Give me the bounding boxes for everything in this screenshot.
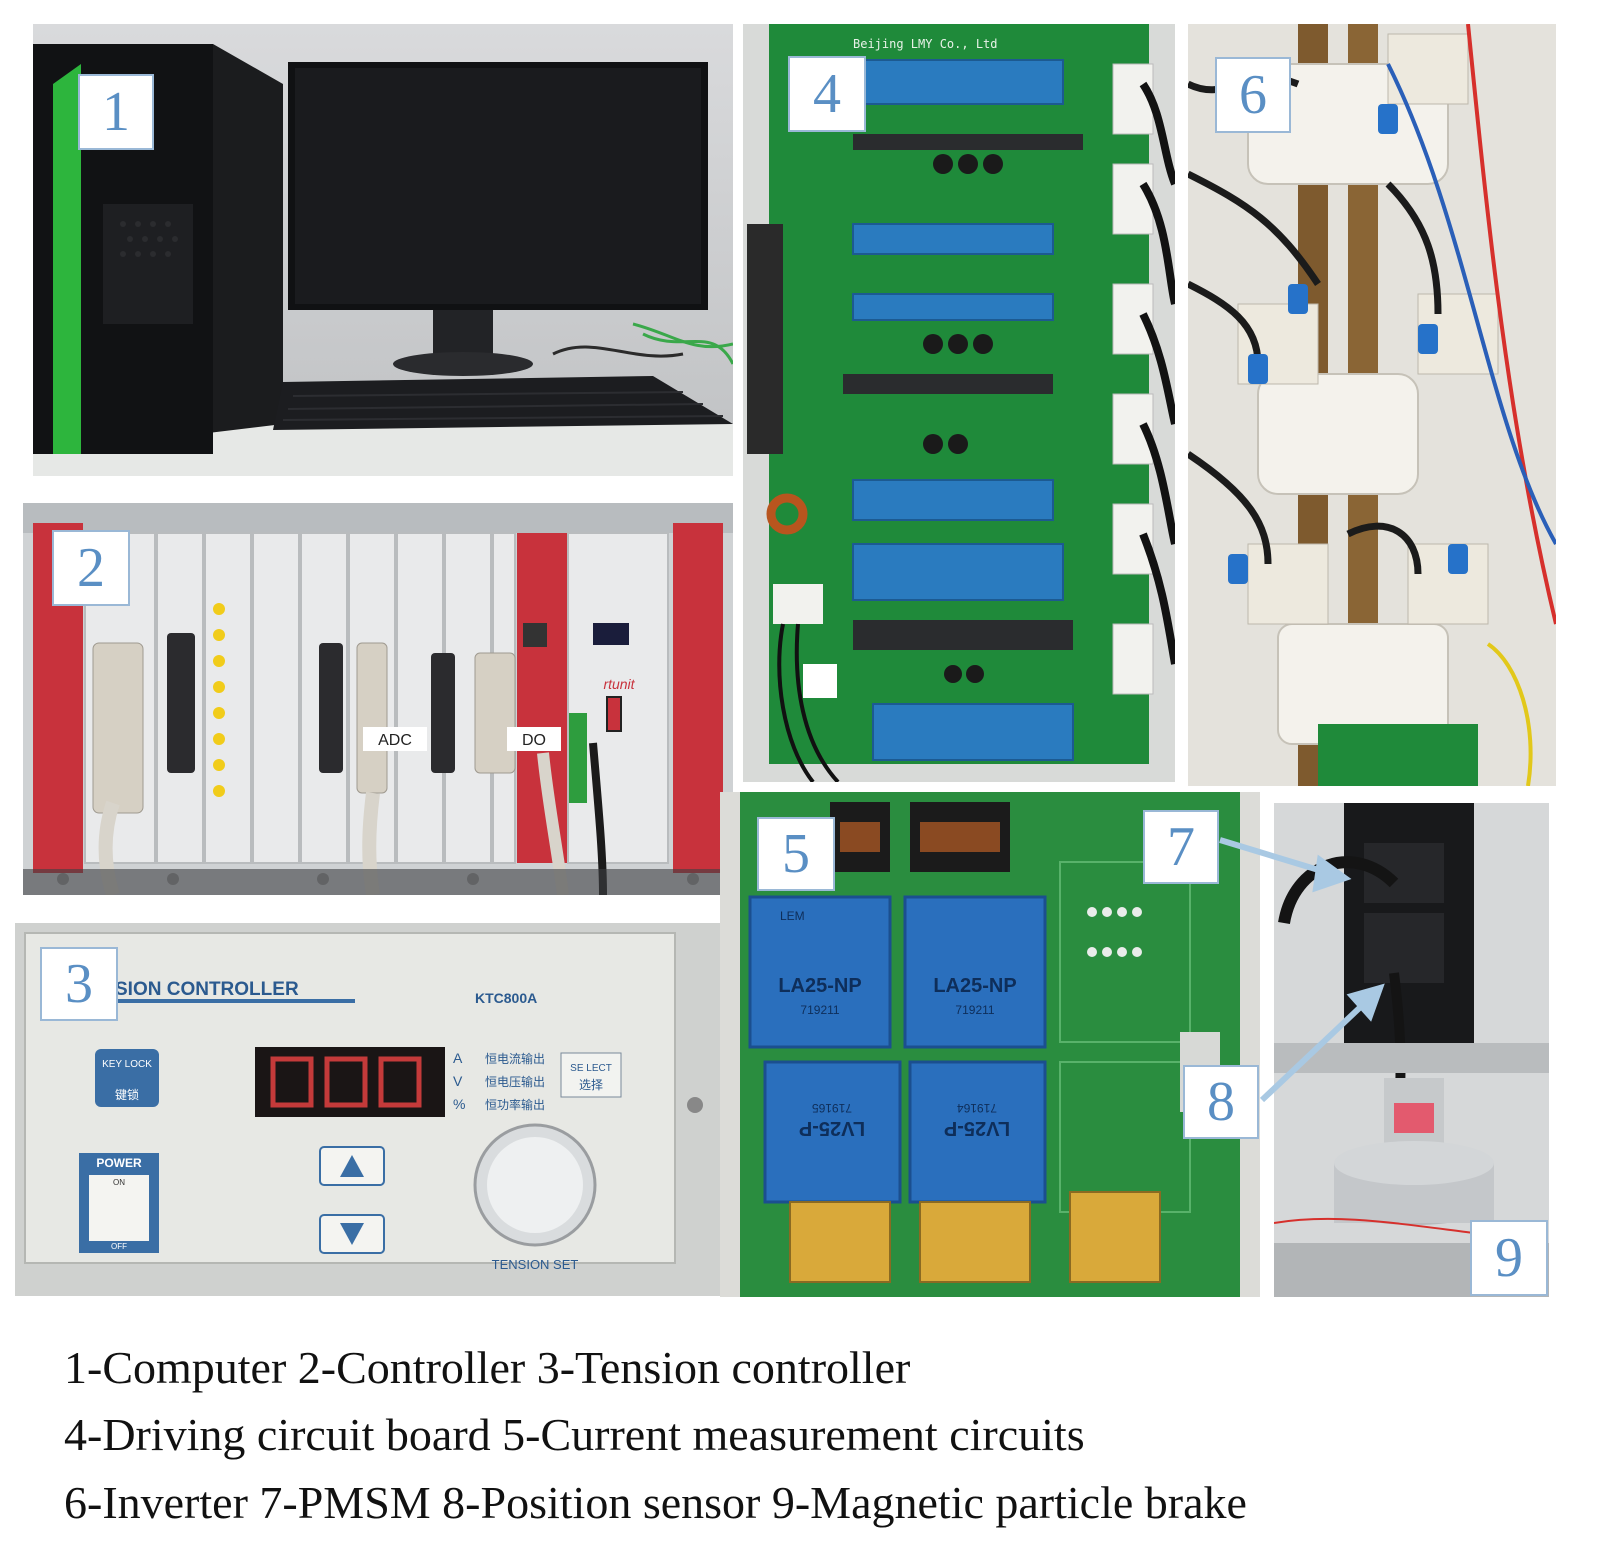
tension-set-label: TENSION SET xyxy=(492,1257,579,1272)
panel-label-9: 9 xyxy=(1470,1220,1548,1296)
tension-controller-illustration: SION CONTROLLER KTC800A KEY LOCK 键锁 A V … xyxy=(15,923,720,1296)
sensor-3-code: 719165 xyxy=(812,1101,852,1115)
rack-brand: rtunit xyxy=(603,676,635,692)
mode-unit-a: A xyxy=(453,1050,463,1066)
sensor-2-code: 719211 xyxy=(955,1003,994,1017)
tension-title: SION CONTROLLER xyxy=(115,979,299,1000)
inverter-illustration xyxy=(1188,24,1556,786)
power-off-label: OFF xyxy=(111,1242,127,1251)
key-lock-cn: 键锁 xyxy=(115,1087,139,1102)
panel-label-8: 8 xyxy=(1183,1065,1259,1139)
tension-model: KTC800A xyxy=(475,990,537,1006)
panel-label-7: 7 xyxy=(1143,810,1219,884)
photo-driving-board: Beijing LMY Co., Ltd xyxy=(743,24,1175,782)
power-on-label: ON xyxy=(113,1178,125,1187)
key-lock-label: KEY LOCK xyxy=(102,1059,152,1070)
sensor-1-model: LA25-NP xyxy=(778,975,861,997)
mode-text-voltage: 恒电压输出 xyxy=(485,1074,545,1089)
board-silkscreen: Beijing LMY Co., Ltd xyxy=(853,37,998,51)
select-cn: 选择 xyxy=(579,1078,603,1092)
mode-unit-v: V xyxy=(453,1073,463,1089)
power-label: POWER xyxy=(96,1156,142,1170)
photo-tension-controller: SION CONTROLLER KTC800A KEY LOCK 键锁 A V … xyxy=(15,923,720,1296)
panel-label-2: 2 xyxy=(52,530,130,606)
photo-inverter xyxy=(1188,24,1556,786)
mode-unit-pct: % xyxy=(453,1096,465,1112)
sensor-4-code: 719164 xyxy=(957,1101,997,1115)
caption-line-3: 6-Inverter 7-PMSM 8-Position sensor 9-Ma… xyxy=(64,1477,1247,1528)
panel-label-1: 1 xyxy=(78,74,154,150)
mode-text-current: 恒电流输出 xyxy=(485,1051,545,1066)
panel-label-3: 3 xyxy=(40,947,118,1021)
cable-tag-do: DO xyxy=(522,732,546,749)
photo-controller: ADC DO rtunit xyxy=(23,503,733,895)
panel-label-6: 6 xyxy=(1215,57,1291,133)
select-label: SE LECT xyxy=(570,1063,612,1074)
computer-illustration xyxy=(33,24,733,476)
sensor-4-model: LV25-P xyxy=(944,1117,1010,1139)
sensor-3-model: LV25-P xyxy=(799,1117,865,1139)
photo-computer xyxy=(33,24,733,476)
mode-text-power: 恒功率输出 xyxy=(485,1097,545,1112)
driving-board-illustration: Beijing LMY Co., Ltd xyxy=(743,24,1175,782)
caption-line-2: 4-Driving circuit board 5-Current measur… xyxy=(64,1409,1085,1460)
controller-rack-illustration: ADC DO rtunit xyxy=(23,503,733,895)
cable-tag-adc: ADC xyxy=(378,732,412,749)
sensor-brand: LEM xyxy=(780,909,805,923)
panel-label-4: 4 xyxy=(788,56,866,132)
sensor-2-model: LA25-NP xyxy=(933,975,1016,997)
panel-label-5: 5 xyxy=(757,817,835,891)
sensor-1-code: 719211 xyxy=(800,1003,839,1017)
caption-line-1: 1-Computer 2-Controller 3-Tension contro… xyxy=(64,1342,911,1393)
